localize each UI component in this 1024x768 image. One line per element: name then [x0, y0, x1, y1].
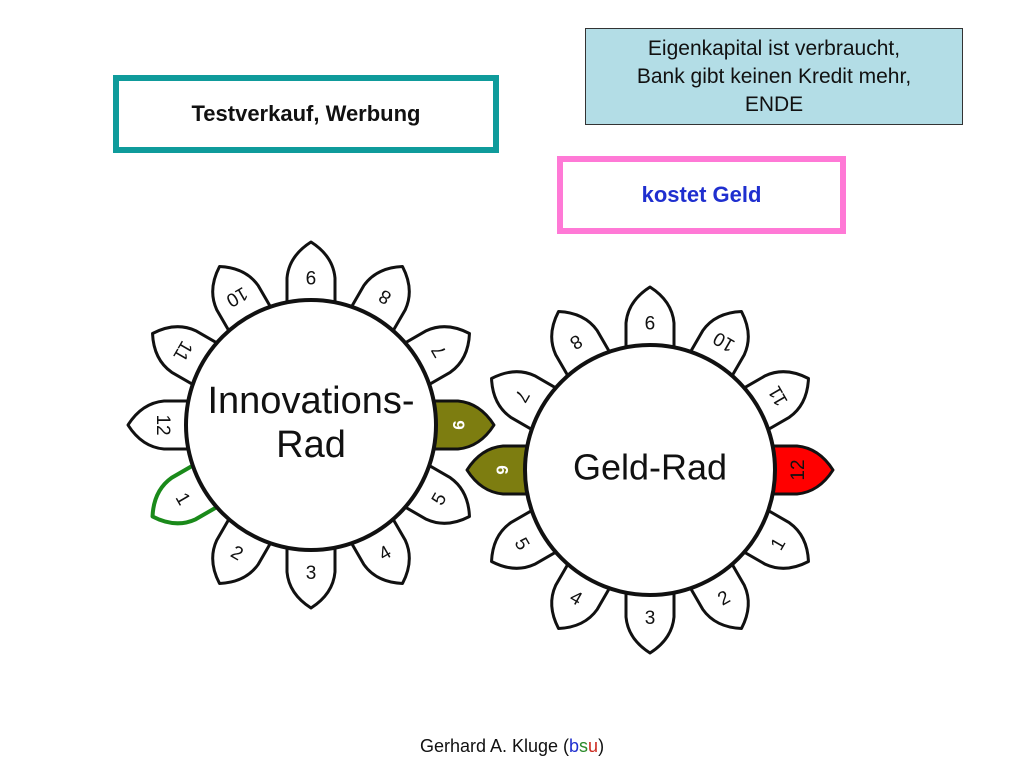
geld-petal-3: 3: [624, 581, 676, 655]
kostet-geld-label: kostet Geld: [641, 182, 762, 207]
kostet-geld-box: kostet Geld: [557, 156, 846, 234]
testverkauf-box: Testverkauf, Werbung: [113, 75, 499, 153]
geld-petal-9: 9: [624, 285, 676, 359]
eigenkapital-box: Eigenkapital ist verbraucht, Bank gibt k…: [585, 28, 963, 125]
eigenkapital-line-1: Eigenkapital ist verbraucht,: [647, 36, 901, 60]
innovation-petal-label: 6: [449, 420, 468, 429]
geld-petal-6: 6: [465, 444, 539, 496]
geld-petal-label: 6: [493, 465, 512, 474]
geld-petal-label: 12: [788, 459, 809, 480]
geld-petal-label: 3: [645, 608, 656, 629]
innovation-petal-6: 6: [422, 399, 496, 451]
innovation-petal-label: 12: [152, 414, 173, 435]
geld-petal-label: 9: [645, 311, 656, 332]
eigenkapital-line-3: ENDE: [744, 92, 804, 116]
innovation-petal-label: 9: [306, 266, 317, 287]
innovation-petal-label: 3: [306, 563, 317, 584]
eigenkapital-line-2: Bank gibt keinen Kredit mehr,: [636, 64, 912, 88]
innovation-petal-12: 12: [126, 399, 200, 451]
innovation-petal-9: 9: [285, 240, 337, 314]
innovation-petal-3: 3: [285, 536, 337, 610]
footer-credit: Gerhard A. Kluge (bsu): [419, 736, 605, 756]
geld-petal-12: 12: [761, 444, 835, 496]
geld-hub: [523, 343, 777, 597]
innovation-wheel-label: Innovations-: [207, 380, 414, 422]
innovation-hub: [184, 298, 438, 552]
innovation-wheel-label: Rad: [276, 424, 346, 466]
geld-wheel-label: Geld-Rad: [573, 447, 727, 488]
testverkauf-label: Testverkauf, Werbung: [191, 101, 421, 126]
